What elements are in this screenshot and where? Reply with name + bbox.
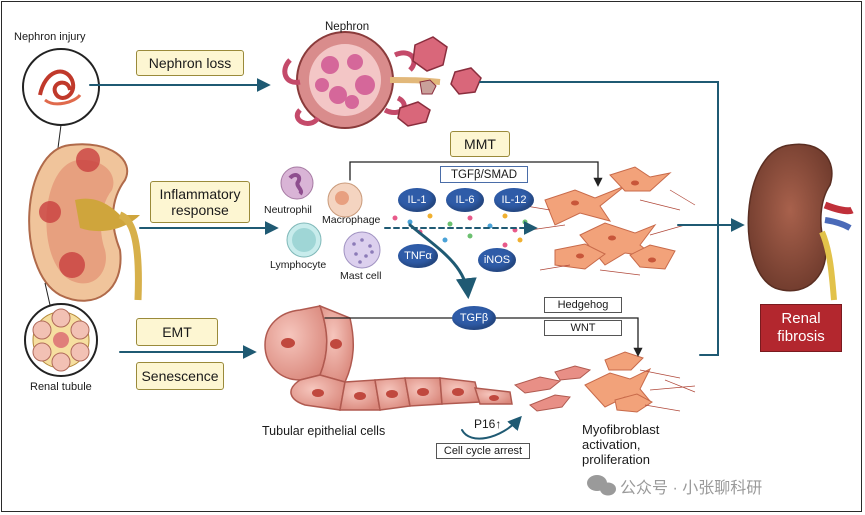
nephron-label: Nephron — [325, 21, 370, 33]
nephron-illustration — [282, 31, 441, 129]
tnfa-badge: TNFα — [398, 244, 438, 268]
nephron-injury-label: Nephron injury — [14, 31, 86, 43]
wnt-box: WNT — [544, 320, 622, 336]
renal-fibrosis-line2: fibrosis — [777, 328, 825, 345]
il6-badge: IL-6 — [446, 188, 484, 212]
myofibroblast-label: Myofibroblast activation, proliferation — [582, 422, 660, 468]
hedgehog-box: Hedgehog — [544, 297, 622, 313]
senescence-box: Senescence — [136, 362, 224, 390]
renal-tubule-label: Renal tubule — [30, 381, 92, 393]
tubular-epithelial-cells-label: Tubular epithelial cells — [262, 424, 386, 438]
lymphocyte-label: Lymphocyte — [270, 259, 327, 271]
renal-fibrosis-box: Renal fibrosis — [760, 304, 842, 352]
mast-cell — [343, 231, 381, 269]
inos-badge: iNOS — [478, 248, 516, 272]
diseased-kidney — [28, 143, 142, 306]
renal-fibrosis-line1: Renal — [781, 310, 821, 327]
wechat-logo-icon — [587, 475, 616, 496]
p16-label: P16↑ — [474, 417, 502, 431]
flow-arrows — [89, 78, 745, 440]
tgfb-smad-box: TGFβ/SMAD — [440, 166, 528, 183]
nephron-loss-box: Nephron loss — [136, 50, 244, 76]
macrophage-cell — [327, 182, 363, 218]
neutrophil-cell — [280, 166, 314, 200]
il12-badge: IL-12 — [494, 188, 534, 212]
myofibroblast-label-line3: proliferation — [582, 451, 650, 467]
watermark-text: 公众号 · 小张聊科研 — [620, 480, 763, 497]
lymphocyte-cell — [286, 222, 322, 258]
myofibroblast-cluster-mid — [519, 166, 696, 276]
tgfb-badge: TGFβ — [452, 306, 496, 330]
nephron-injury-inset — [22, 48, 100, 149]
myofibroblast-label-line1: Myofibroblast — [582, 422, 660, 437]
nephron-fragments — [397, 36, 482, 127]
il1-badge: IL-1 — [398, 188, 436, 212]
mmt-box: MMT — [450, 131, 510, 157]
neutrophil-label: Neutrophil — [264, 204, 312, 216]
cell-cycle-arrest-box: Cell cycle arrest — [436, 443, 530, 459]
mast-cell-label: Mast cell — [340, 270, 382, 282]
macrophage-label: Macrophage — [322, 214, 381, 226]
fibrotic-kidney — [747, 143, 854, 301]
tubular-epithelial-cells — [264, 304, 592, 412]
inflammatory-response-box: Inflammatory response — [150, 181, 250, 223]
renal-tubule-inset — [24, 303, 98, 377]
emt-box: EMT — [136, 318, 218, 346]
myofibroblast-label-line2: activation, — [582, 436, 641, 452]
